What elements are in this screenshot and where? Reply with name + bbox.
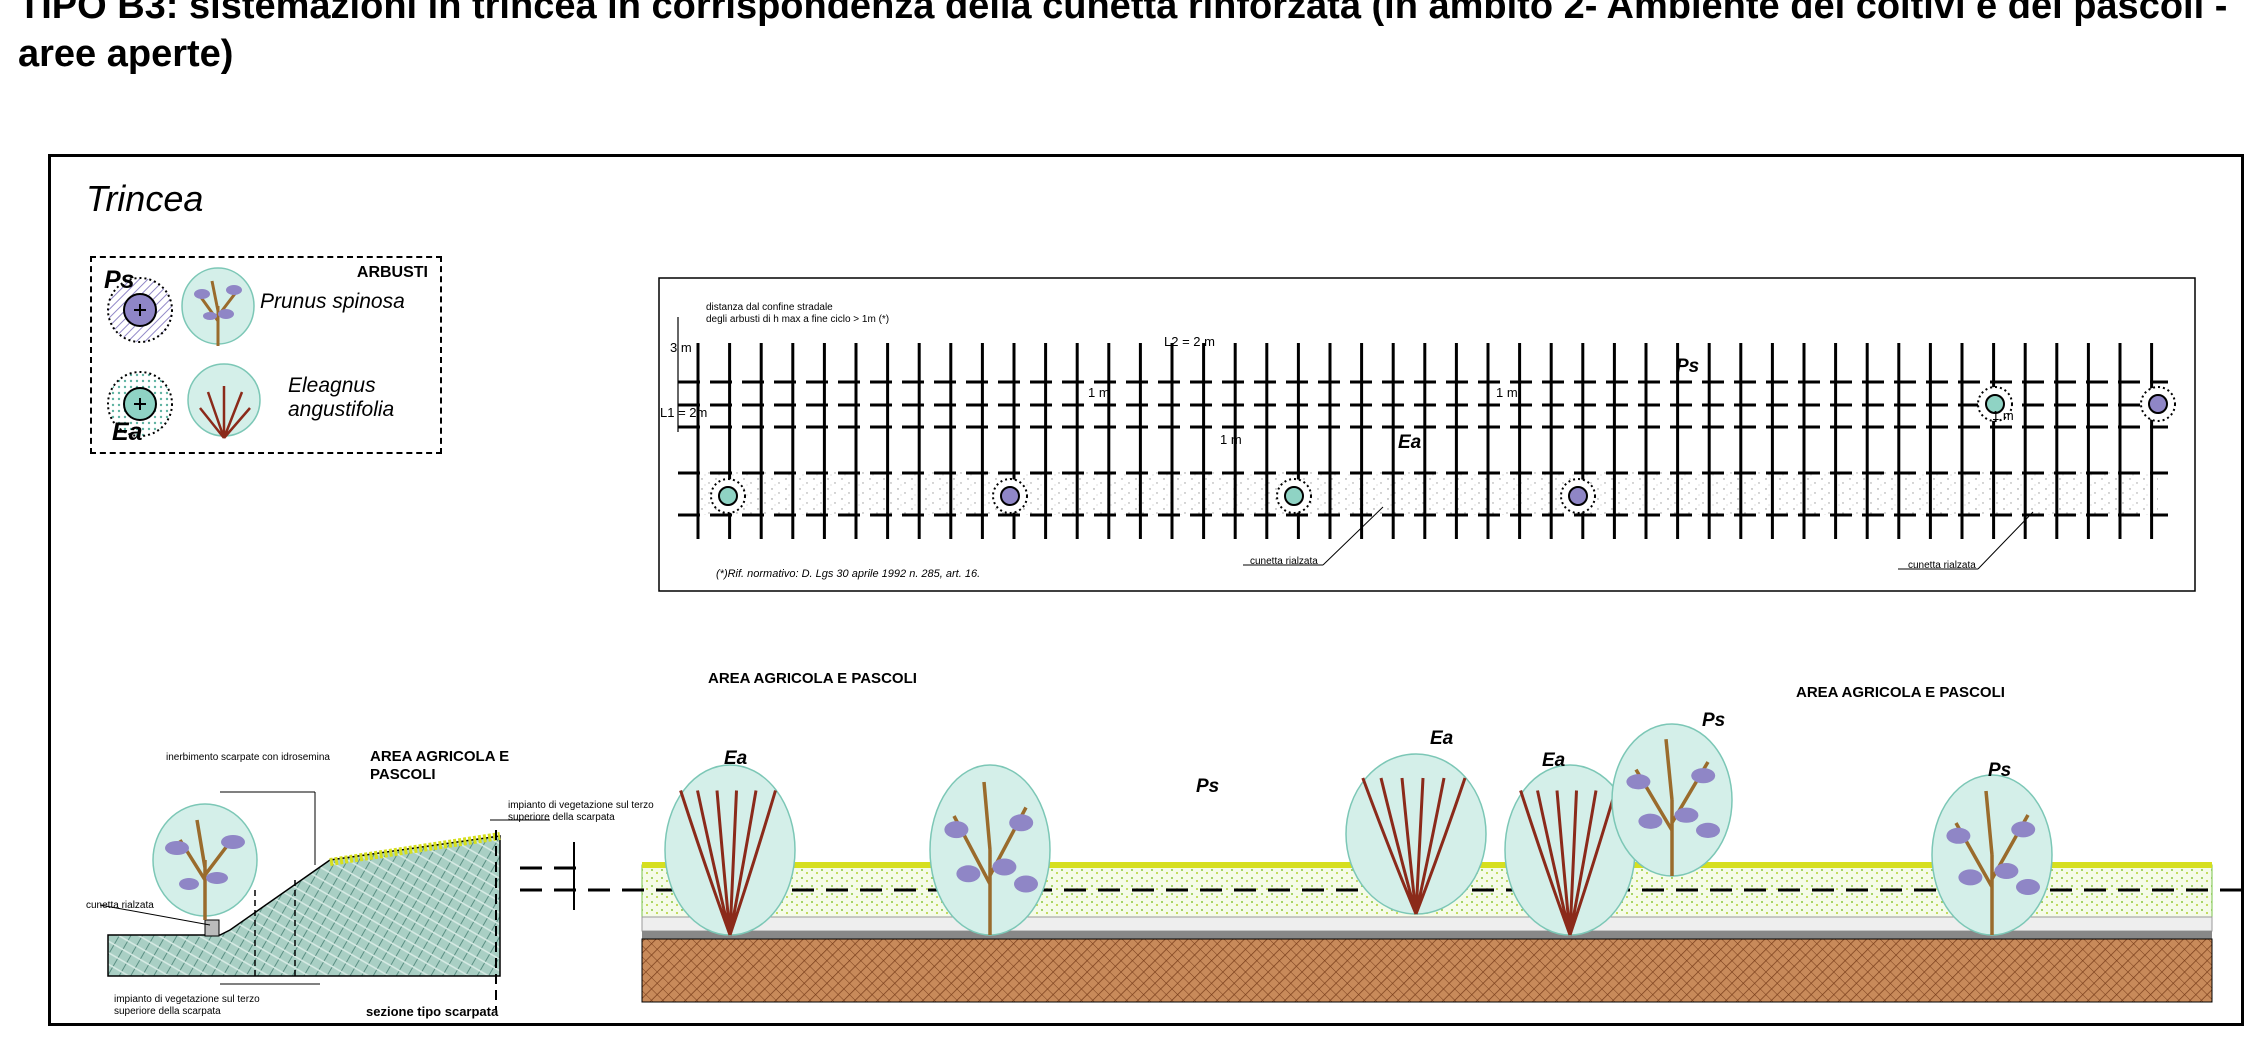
ps-plant-icon (1560, 478, 1596, 514)
elevation-area-right: AREA AGRICOLA E PASCOLI (1796, 684, 2005, 701)
section-inerbimento-label: inerbimento scarpate con idrosemina (166, 752, 330, 763)
section-cunetta-label: cunetta rialzata (86, 900, 154, 911)
plan-dim-l2: L2 = 2 m (1164, 334, 1215, 349)
elevation-view (520, 723, 2250, 1003)
plan-dashed-rows (678, 380, 2168, 517)
plan-label-ea: Ea (1398, 432, 1422, 453)
plan-dim-3m: 3 m (670, 340, 692, 355)
ea-shrub-icon (1345, 753, 1487, 915)
plan-view (658, 277, 2196, 592)
section-shrub-icon (152, 803, 258, 920)
page-title: TIPO B3: sistemazioni in trincea in corr… (18, 0, 2228, 75)
legend-name-ps: Prunus spinosa (260, 290, 405, 313)
section-area-label: AREA AGRICOLA E PASCOLI (370, 748, 510, 783)
section-title: Trincea (86, 178, 204, 219)
plan-dim-1m-c: 1 m (1496, 385, 1518, 400)
plan-dim-1m-a: 1 m (1088, 385, 1110, 400)
ea-symbol-icon (107, 371, 173, 437)
ea-plant-icon (1276, 478, 1312, 514)
ea-shrub-icon (187, 363, 261, 439)
ps-plant-icon (992, 478, 1028, 514)
plan-label-ps: Ps (1676, 356, 1700, 377)
legend-symbols (107, 267, 261, 439)
ps-shrub-icon (181, 267, 255, 346)
plan-cunetta-strip (698, 471, 2158, 515)
elevation-label-ps-2: Ps (1702, 710, 1726, 731)
elevation-shrubs (664, 723, 2053, 936)
ps-shrub-icon (929, 764, 1051, 936)
plan-verticals (696, 343, 2154, 539)
elevation-label-ea-3: Ea (1542, 750, 1566, 771)
legend-code-ps: Ps (104, 266, 135, 294)
ea-shrub-icon (664, 764, 796, 936)
ea-plant-icon (1977, 386, 2013, 422)
elevation-label-ps-3: Ps (1988, 760, 2012, 781)
plan-dim-1m-d: 1 m (1992, 408, 2014, 423)
plan-dim-l1: L1 = 2m (660, 405, 708, 420)
plan-border (658, 277, 2196, 592)
plan-cunetta-label-1: cunetta rialzata (1250, 556, 1318, 567)
plan-dim-1m-b: 1 m (1220, 432, 1242, 447)
drawing-frame (48, 154, 2244, 1026)
section-impianto-bottom: impianto di vegetazione sul terzo superi… (114, 994, 260, 1017)
elevation-label-ps-1: Ps (1196, 776, 1220, 797)
ps-shrub-icon (1611, 723, 1733, 877)
elevation-label-ea-1: Ea (724, 748, 748, 769)
elevation-area-center: AREA AGRICOLA E PASCOLI (708, 670, 917, 687)
ps-shrub-icon (1931, 774, 2053, 936)
ea-plant-icon (710, 478, 746, 514)
plan-plants (710, 386, 2176, 514)
ps-symbol-icon (107, 277, 173, 343)
section-impianto-right: impianto di vegetazione sul terzo superi… (508, 800, 654, 823)
legend-box: ARBUSTI (90, 256, 442, 454)
section-view (99, 791, 550, 1010)
ps-plant-icon (2140, 386, 2176, 422)
elevation-label-ea-2: Ea (1430, 728, 1454, 749)
plan-footnote: (*)Rif. normativo: D. Lgs 30 aprile 1992… (716, 568, 981, 580)
legend-name-ea: Eleagnus angustifolia (288, 374, 395, 421)
legend-heading: ARBUSTI (356, 264, 428, 281)
section-sezione-label: sezione tipo scarpata (366, 1004, 499, 1019)
plan-cunetta-label-2: cunetta rialzata (1908, 560, 1976, 571)
plan-distance-note: distanza dal confine stradale degli arbu… (706, 302, 890, 325)
legend-code-ea: Ea (112, 418, 143, 446)
